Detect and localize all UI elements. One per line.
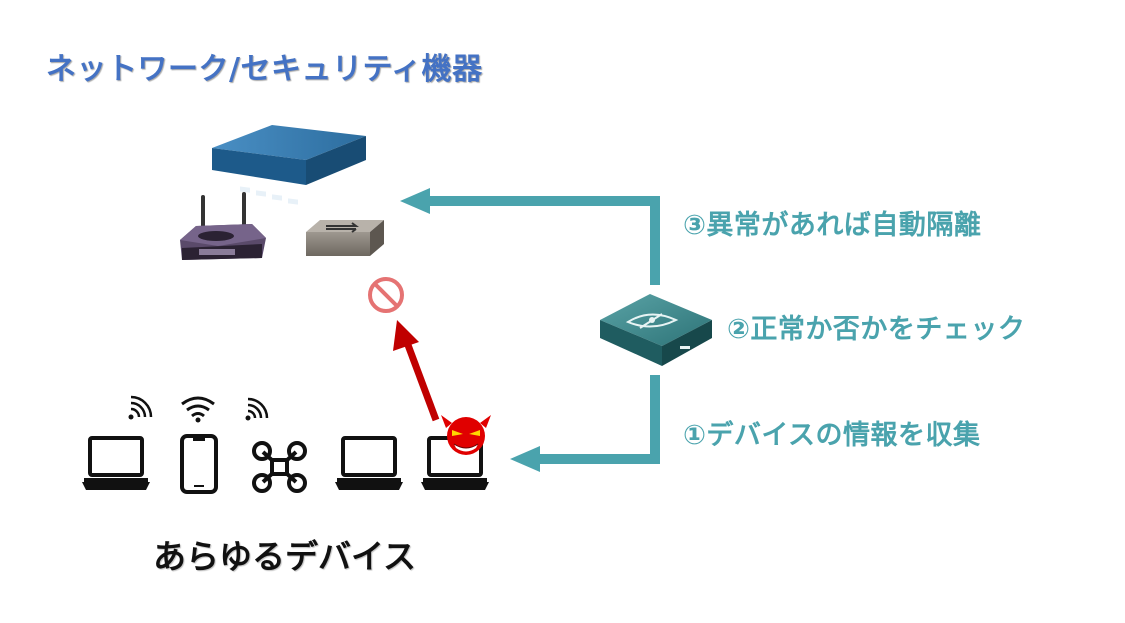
cellular-signal-icon — [128, 395, 153, 420]
wireless-router-icon — [180, 192, 266, 260]
network-switch-icon — [306, 220, 384, 256]
laptop-icon — [335, 436, 403, 490]
smartphone-icon — [180, 434, 218, 494]
blocked-icon — [368, 277, 404, 313]
wifi-icon — [181, 396, 215, 423]
step-collect-label: ①デバイスの情報を収集 — [683, 420, 981, 451]
signal-strength-icon — [245, 397, 269, 421]
security-appliance-icon — [600, 294, 712, 366]
isolate-arrow — [400, 188, 660, 285]
step-isolate-label: ③異常があれば自動隔離 — [683, 210, 982, 241]
blocked-access-arrow — [393, 320, 440, 422]
laptop-icon — [82, 436, 150, 490]
collect-info-arrow — [510, 375, 660, 472]
firewall-appliance-icon — [212, 125, 366, 205]
step-check-label: ②正常か否かをチェック — [727, 314, 1026, 345]
devices-label: あらゆるデバイス — [153, 537, 417, 576]
page-title: ネットワーク/セキュリティ機器 — [46, 52, 483, 87]
malware-face-icon — [441, 415, 491, 455]
drone-icon — [252, 441, 307, 493]
